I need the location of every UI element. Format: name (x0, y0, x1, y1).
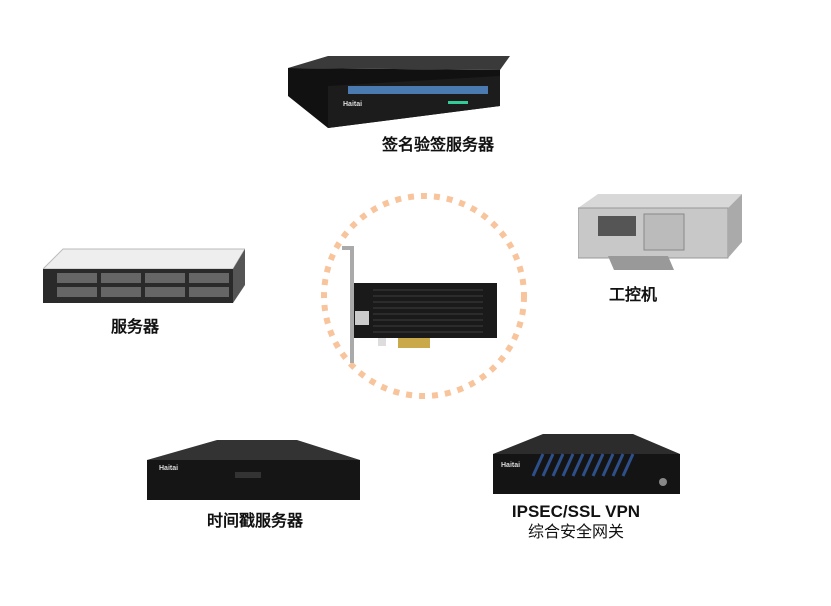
label-vpn-gateway-line2: 综合安全网关 (527, 522, 624, 541)
industrial-pc-image (577, 190, 742, 270)
label-vpn-gateway-line1: IPSEC/SSL VPN (511, 502, 641, 521)
brand-logo: Haitai (501, 462, 521, 469)
label-timestamp-server: 时间戳服务器 (206, 511, 304, 530)
center-circle (321, 193, 527, 399)
label-server: 服务器 (110, 317, 160, 336)
vpn-gateway-image: Haitai (493, 432, 680, 496)
label-vpn-gateway: IPSEC/SSL VPN 综合安全网关 (512, 502, 640, 542)
label-industrial-pc: 工控机 (608, 285, 658, 304)
pcie-card-image (342, 246, 497, 363)
brand-logo: Haitai (343, 101, 363, 108)
label-sign-verify-server: 签名验签服务器 (381, 135, 495, 154)
timestamp-server-image: Haitai (147, 440, 360, 502)
sign-verify-server-image: Haitai (288, 56, 510, 128)
brand-logo: Haitai (159, 465, 179, 472)
server-image (41, 245, 246, 305)
